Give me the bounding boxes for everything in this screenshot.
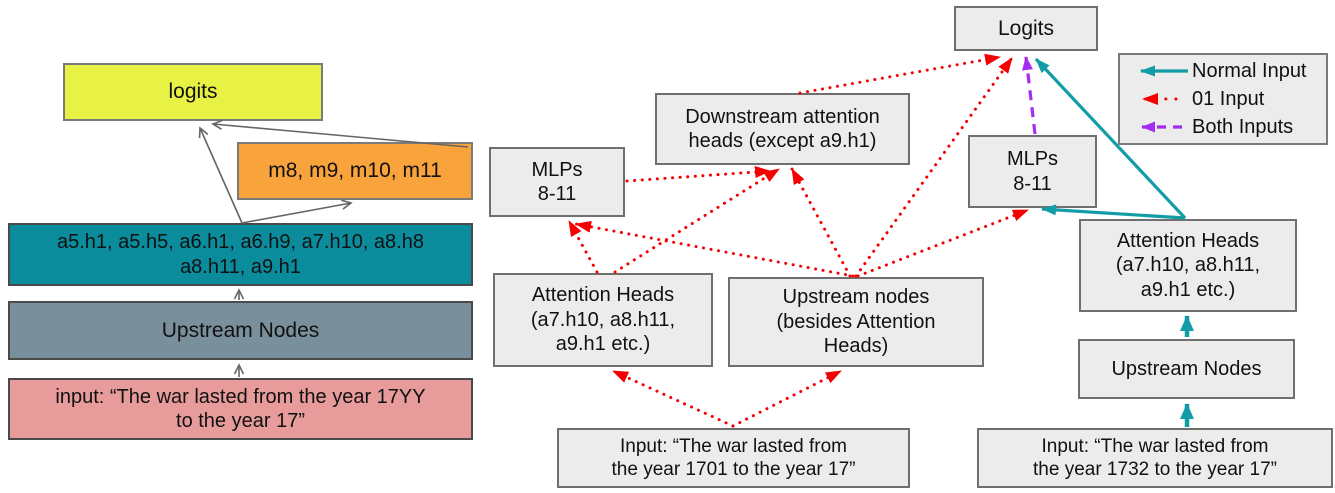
- edge-mid-attention-heads-box-to-mid-downstream-heads-box: [613, 167, 781, 274]
- edge-mid-input-box-to-mid-upstream-nodes-box: [731, 369, 843, 428]
- legend-item-normal-input: Normal Input: [1126, 57, 1322, 85]
- edge-mid-upstream-nodes-box-to-mid-mlps-box: [574, 220, 855, 278]
- legend-label-01-input: 01 Input: [1192, 87, 1265, 110]
- right-attention-heads-box: Attention Heads (a7.h10, a8.h11, a9.h1 e…: [1079, 219, 1297, 312]
- edge-mid-upstream-nodes-box-to-mid-downstream-heads-box: [790, 167, 852, 278]
- mid-input-box: Input: “The war lasted from the year 170…: [557, 428, 910, 488]
- edge-left-attention-heads-box-to-left-logits-box: [198, 126, 243, 224]
- right-upstream-nodes-box: Upstream Nodes: [1078, 339, 1295, 399]
- edge-left-attention-heads-box-to-left-mlps-box: [241, 199, 353, 224]
- legend: Normal Input 01 Input Both Inputs: [1118, 53, 1328, 145]
- right-input-box: Input: “The war lasted from the year 173…: [977, 428, 1333, 488]
- left-attention-heads-box: a5.h1, a5.h5, a6.h1, a6.h9, a7.h10, a8.h…: [8, 223, 473, 286]
- mid-upstream-nodes-box: Upstream nodes (besides Attention Heads): [728, 277, 984, 367]
- edge-right-mlps-box-to-logits-box: [1022, 56, 1037, 135]
- right-mlps-box: MLPs 8-11: [968, 135, 1097, 208]
- normal-input-arrow-icon: [1140, 65, 1188, 77]
- edge-right-attention-heads-box-to-right-mlps-box: [1041, 204, 1186, 220]
- 01-input-arrow-icon: [1141, 93, 1178, 105]
- left-input-box: input: “The war lasted from the year 17Y…: [8, 378, 473, 440]
- left-mlps-box: m8, m9, m10, m11: [237, 142, 473, 200]
- legend-item-01-input: 01 Input: [1126, 85, 1322, 113]
- edge-mid-downstream-heads-box-to-logits-box: [798, 53, 1002, 95]
- mid-downstream-heads-box: Downstream attention heads (except a9.h1…: [655, 93, 910, 165]
- edge-mid-mlps-box-to-mid-downstream-heads-box: [625, 166, 772, 183]
- edge-mid-attention-heads-box-to-mid-mlps-box: [567, 219, 599, 274]
- edge-mid-input-box-to-mid-attention-heads-box: [611, 369, 735, 428]
- legend-label-normal-input: Normal Input: [1192, 59, 1307, 82]
- both-inputs-arrow-icon: [1141, 121, 1182, 133]
- legend-label-both-inputs: Both Inputs: [1192, 115, 1294, 138]
- mid-mlps-box: MLPs 8-11: [489, 147, 625, 217]
- edge-mid-upstream-nodes-box-to-right-mlps-box: [856, 208, 1030, 278]
- legend-item-both-inputs: Both Inputs: [1126, 113, 1322, 141]
- logits-box: Logits: [954, 6, 1098, 51]
- mid-attention-heads-box: Attention Heads (a7.h10, a8.h11, a9.h1 e…: [493, 273, 713, 367]
- left-logits-box: logits: [63, 63, 323, 121]
- left-upstream-nodes-box: Upstream Nodes: [8, 301, 473, 360]
